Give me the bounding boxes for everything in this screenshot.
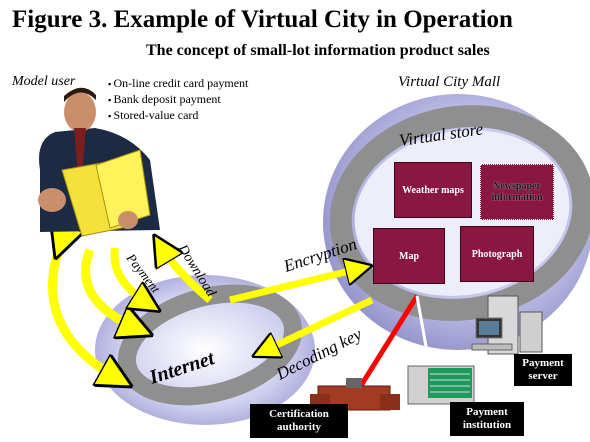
payment-server-box: Payment server [514, 354, 572, 386]
certification-link [354, 294, 420, 394]
arrow-payment [110, 247, 150, 305]
payment-methods-list: On-line credit card payment Bank deposit… [108, 76, 248, 124]
product-photograph: Photograph [460, 226, 534, 282]
figure-subtitle: The concept of small-lot information pro… [146, 42, 490, 59]
mall-ring [329, 105, 590, 321]
arrow-decoding [262, 296, 374, 352]
product-weather-maps: Weather maps [394, 162, 472, 218]
arrow-left-mid [81, 248, 140, 330]
payment-method-item: On-line credit card payment [108, 76, 248, 92]
product-newspaper: Newspaper information [480, 164, 554, 220]
figure-title: Figure 3. Example of Virtual City in Ope… [12, 6, 513, 33]
payment-method-item: Bank deposit payment [108, 92, 248, 108]
arrow-download [160, 245, 213, 304]
product-newspaper-text: Newspaper information [491, 181, 543, 203]
mall-label: Virtual City Mall [398, 74, 501, 90]
certification-authority-box: Certification authority [250, 404, 348, 438]
arrow-left-outer [48, 246, 121, 380]
payment-institution-figure [407, 365, 475, 405]
arrow-encryption [229, 268, 362, 304]
payment-server-figure [471, 295, 543, 355]
product-map: Map [373, 228, 445, 284]
model-user-figure [38, 87, 160, 237]
model-user-label: Model user [12, 74, 76, 89]
payment-method-item: Stored-value card [108, 108, 248, 124]
payment-institution-box: Payment institution [450, 402, 524, 436]
